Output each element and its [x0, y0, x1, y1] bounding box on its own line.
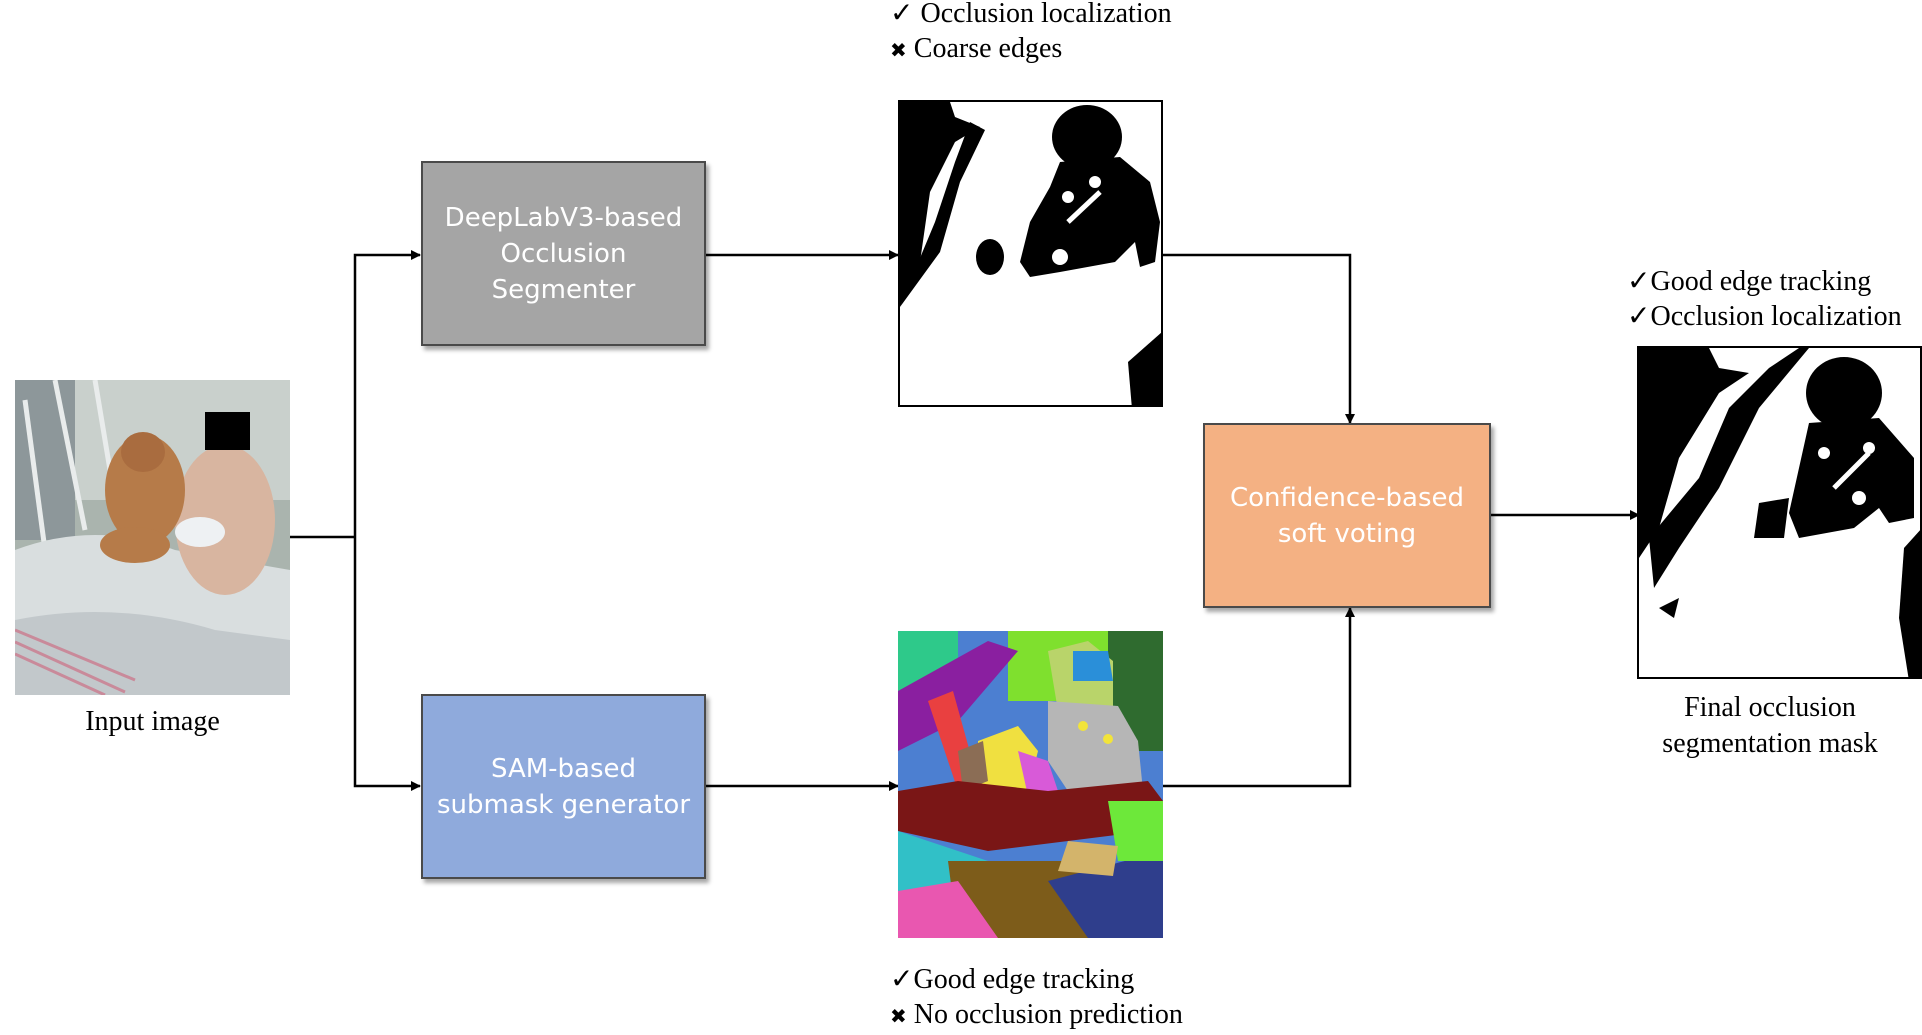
note-item: ✖ Coarse edges [890, 31, 1172, 69]
note-text: Good edge tracking [1650, 266, 1872, 297]
cross-icon: ✖ [890, 1006, 907, 1028]
note-text: No occlusion prediction [913, 999, 1183, 1030]
check-icon: ✓ [890, 0, 914, 29]
note-item: ✓Good edge tracking [890, 962, 1183, 997]
check-icon: ✓ [1627, 301, 1651, 332]
final-occlusion-mask [1637, 346, 1922, 679]
deeplab-segmenter-label: DeepLabV3-based Occlusion Segmenter [444, 202, 683, 305]
sam-submasks-image [898, 631, 1163, 938]
arrow-submasks-voting [1163, 607, 1355, 788]
note-item: ✖ No occlusion prediction [890, 997, 1183, 1035]
note-text: Occlusion localization [1650, 301, 1902, 332]
arrow-to-deeplab [353, 250, 421, 537]
final-notes: ✓Good edge tracking ✓Occlusion localizat… [1627, 264, 1902, 334]
check-icon: ✓ [890, 964, 914, 995]
arrow-mask-voting [1163, 253, 1355, 424]
check-icon: ✓ [1627, 266, 1651, 297]
note-item: ✓ Occlusion localization [890, 0, 1172, 31]
note-item: ✓Good edge tracking [1627, 264, 1902, 299]
output-caption: Final occlusion segmentation mask [1662, 692, 1878, 759]
cross-icon: ✖ [890, 40, 907, 62]
note-text: Occlusion localization [920, 0, 1172, 29]
input-caption: Input image [85, 706, 220, 737]
note-text: Good edge tracking [913, 964, 1135, 995]
soft-voting-block: Confidence-based soft voting [1203, 423, 1491, 608]
sam-submask-generator-block: SAM-based submask generator [421, 694, 706, 879]
sam-notes: ✓Good edge tracking ✖ No occlusion predi… [890, 962, 1183, 1035]
note-item: ✓Occlusion localization [1627, 299, 1902, 334]
sam-submask-generator-label: SAM-based submask generator [436, 753, 691, 820]
arrow-to-sam [353, 537, 421, 791]
deeplab-notes: ✓ Occlusion localization ✖ Coarse edges [890, 0, 1172, 69]
input-image [15, 380, 290, 695]
soft-voting-label: Confidence-based soft voting [1229, 482, 1465, 549]
deeplab-coarse-mask [898, 100, 1163, 407]
note-text: Coarse edges [913, 33, 1063, 64]
deeplab-segmenter-block: DeepLabV3-based Occlusion Segmenter [421, 161, 706, 346]
